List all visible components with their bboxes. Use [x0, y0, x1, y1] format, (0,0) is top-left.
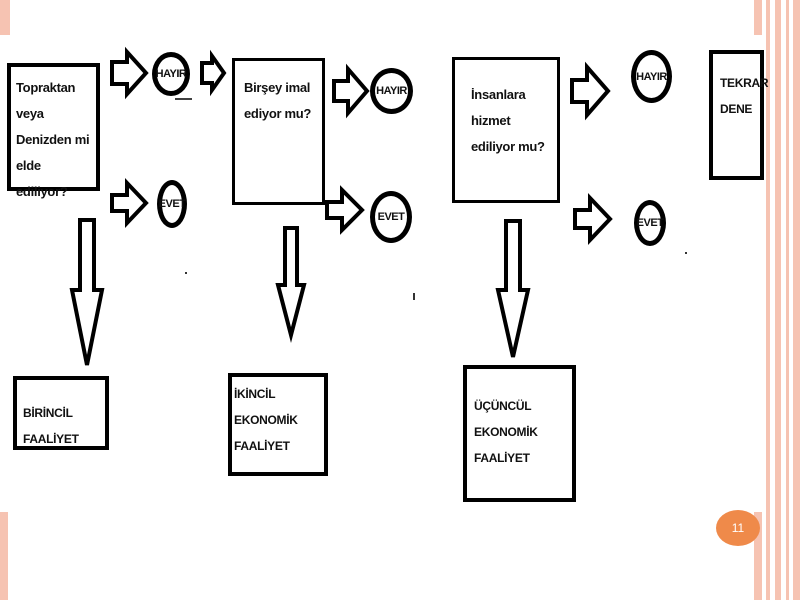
question-box-1: Topraktan veya Denizden mi elde ediliyor… [7, 63, 100, 199]
result-primary-text: BİRİNCİL FAALİYET [23, 406, 79, 446]
result-box-tertiary: ÜÇÜNCÜL EKONOMİK FAALİYET [463, 365, 576, 502]
retry-text: TEKRAR DENE [720, 76, 769, 116]
result-box-primary: BİRİNCİL FAALİYET [13, 376, 109, 450]
left-bottom-decoration [0, 512, 8, 600]
question-1-text: Topraktan veya Denizden mi elde ediliyor… [16, 80, 90, 199]
right-stripe-2 [775, 0, 781, 600]
arrow-right-5 [110, 177, 149, 229]
result-secondary-text: İKİNCİL EKONOMİK FAALİYET [234, 387, 298, 453]
arrow-right-6 [325, 185, 365, 235]
right-stripe-1 [766, 0, 770, 600]
speck-1 [185, 272, 187, 274]
arrow-right-7 [573, 193, 613, 245]
flowchart: Topraktan veya Denizden mi elde ediliyor… [0, 35, 769, 512]
arrow-right-1 [110, 46, 149, 100]
page-number-badge: 11 [716, 510, 760, 546]
arrow-right-4 [570, 61, 611, 121]
no-label-1: HAYIR [155, 68, 187, 80]
arrow-down-3 [495, 219, 531, 358]
left-top-decoration [0, 0, 10, 35]
question-2-text: Birşey imal ediyor mu? [244, 80, 312, 121]
no-oval-2: HAYIR [370, 68, 413, 114]
result-box-secondary: İKİNCİL EKONOMİK FAALİYET [228, 373, 328, 476]
question-box-3: İnsanlara hizmet ediliyor mu? [452, 57, 560, 203]
speck-2 [413, 293, 415, 300]
no-label-3: HAYIR [636, 70, 667, 83]
retry-box: TEKRAR DENE [709, 50, 769, 180]
right-stripe-3 [786, 0, 789, 600]
yes-oval-2: EVET [370, 191, 412, 243]
yes-label-1: EVET [158, 198, 186, 210]
result-tertiary-text: ÜÇÜNCÜL EKONOMİK FAALİYET [474, 399, 538, 465]
arrow-down-2 [275, 226, 307, 343]
question-box-2: Birşey imal ediyor mu? [232, 58, 325, 205]
right-top-decoration [754, 0, 762, 35]
yes-label-2: EVET [377, 211, 405, 223]
question-3-text: İnsanlara hizmet ediliyor mu? [471, 87, 545, 154]
arrow-down-1 [69, 218, 105, 366]
right-bottom-decoration [754, 512, 762, 600]
yes-oval-1: EVET [157, 180, 187, 228]
no-oval-1: HAYIR [152, 52, 190, 96]
yes-label-3: EVET [636, 217, 664, 229]
yes-oval-3: EVET [634, 200, 666, 246]
page-number: 11 [731, 521, 745, 535]
no-label-2: HAYIR [376, 85, 407, 97]
no-oval-3: HAYIR [631, 50, 672, 103]
flow-arrows [69, 46, 687, 366]
arrow-right-3 [332, 63, 370, 119]
arrow-right-2 [200, 49, 227, 97]
right-stripe-4 [793, 0, 800, 600]
speck-3 [685, 252, 687, 254]
